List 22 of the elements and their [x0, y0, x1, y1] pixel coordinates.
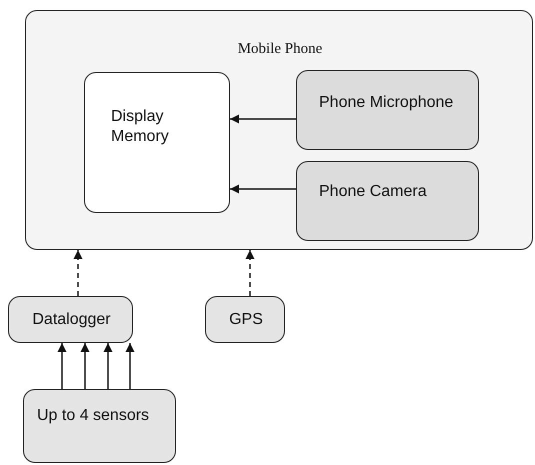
component-box	[8, 296, 133, 343]
component-box	[23, 389, 176, 463]
arrow	[126, 343, 134, 389]
component-box	[296, 161, 479, 241]
device-container	[25, 10, 533, 250]
component-box	[84, 72, 230, 213]
box-label: Datalogger	[31, 310, 112, 330]
box-label: GPS	[228, 310, 264, 330]
arrow	[80, 343, 90, 389]
component-box	[205, 296, 285, 343]
box-label: Display Memory	[111, 107, 170, 147]
arrow	[58, 343, 66, 389]
arrow	[104, 343, 112, 389]
component-box	[296, 70, 479, 150]
box-label: Phone Microphone	[319, 93, 454, 113]
arrow	[230, 184, 296, 194]
arrow	[230, 114, 296, 124]
arrow	[246, 250, 254, 296]
box-label: Up to 4 sensors	[37, 406, 150, 426]
container-title: Mobile Phone	[236, 40, 324, 59]
box-label: Phone Camera	[319, 182, 428, 202]
arrow	[74, 250, 82, 296]
